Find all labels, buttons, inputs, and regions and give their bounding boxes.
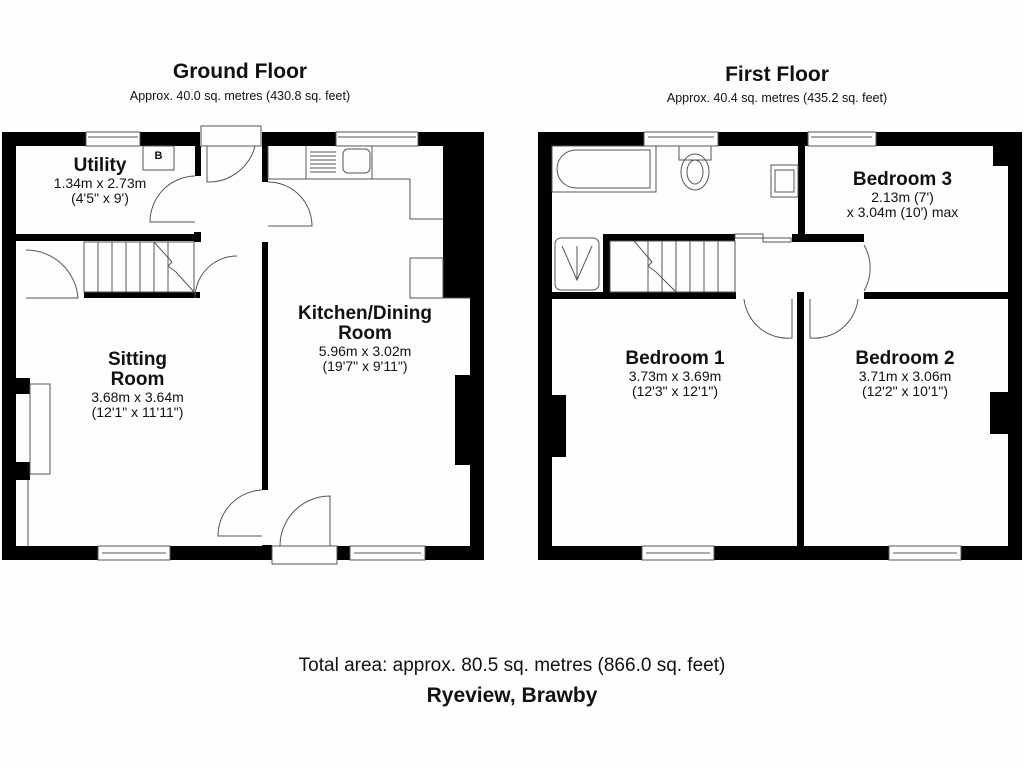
room-utility: Utility 1.34m x 2.73m (4'5" x 9')	[35, 156, 165, 205]
shower-tray	[554, 237, 600, 291]
room-name: Sitting	[107, 349, 168, 370]
basin	[770, 164, 799, 198]
front-door-swing	[279, 495, 331, 547]
room-sitting: Sitting Room 3.68m x 3.64m (12'1" x 11'1…	[60, 350, 215, 419]
room-name-line2: Room	[338, 322, 392, 344]
first-floor-title: First Floor	[725, 63, 829, 86]
room-dim-imperial: x 3.04m (10') max	[846, 203, 959, 220]
room-dim-metric: 2.13m (7')	[871, 188, 934, 205]
total-area: Total area: approx. 80.5 sq. metres (866…	[298, 655, 726, 676]
room-dim-metric: 3.71m x 3.06m	[858, 367, 952, 384]
toilet-cistern	[678, 145, 712, 161]
room-kitchen-dining: Kitchen/Dining Room 5.96m x 3.02m (19'7"…	[280, 304, 450, 373]
room-dim-imperial: (12'1" x 11'11")	[91, 403, 184, 420]
room-dim-imperial: (4'5" x 9')	[71, 189, 129, 206]
front-hall-door-swing	[217, 489, 263, 537]
window-kitchen-front	[349, 545, 426, 561]
ground-floor-walls	[2, 132, 484, 560]
room-dim-metric: 3.68m x 3.64m	[91, 388, 184, 405]
kitchen-door-swing	[267, 181, 313, 227]
sitting-door-swing	[25, 249, 79, 299]
room-dim-metric: 3.73m x 3.69m	[628, 367, 722, 384]
first-floor-walls	[538, 132, 1022, 560]
room-name: Bedroom 3	[852, 169, 953, 190]
boiler	[142, 145, 175, 171]
ground-floor-area: Approx. 40.0 sq. metres (430.8 sq. feet)	[129, 89, 351, 103]
window-bathroom	[643, 131, 719, 147]
utility-door-swing	[149, 175, 196, 223]
room-dim-imperial: (12'2" x 10'1")	[861, 382, 949, 399]
window-bedroom1	[641, 545, 715, 561]
window-utility	[85, 131, 141, 147]
room-bedroom-3: Bedroom 3 2.13m (7') x 3.04m (10') max	[815, 170, 990, 219]
toilet	[680, 153, 710, 191]
back-door-swing	[206, 145, 256, 183]
room-name: Bedroom 2	[855, 348, 955, 369]
ground-floor-title: Ground Floor	[172, 60, 308, 83]
room-dim-metric: 1.34m x 2.73m	[53, 174, 147, 191]
hall-door-swing	[194, 255, 238, 299]
room-dim-imperial: (19'7" x 9'11")	[322, 357, 408, 374]
kitchen-sink	[342, 148, 371, 174]
room-name-line2: Room	[110, 368, 165, 390]
window-sitting	[97, 545, 171, 561]
window-bedroom2	[888, 545, 962, 561]
room-bedroom-1: Bedroom 1 3.73m x 3.69m (12'3" x 12'1")	[595, 349, 755, 398]
room-dim-metric: 5.96m x 3.02m	[318, 342, 412, 359]
room-name: Utility	[73, 155, 127, 176]
window-kitchen	[335, 131, 419, 147]
property-address: Ryeview, Brawby	[426, 684, 598, 707]
room-name: Kitchen/Dining	[297, 303, 433, 324]
first-floor-area: Approx. 40.4 sq. metres (435.2 sq. feet)	[666, 91, 888, 105]
room-dim-imperial: (12'3" x 12'1")	[631, 382, 719, 399]
boiler-label: B	[154, 150, 163, 162]
bath	[551, 145, 657, 193]
window-bedroom3	[807, 131, 877, 147]
room-bedroom-2: Bedroom 2 3.71m x 3.06m (12'2" x 10'1")	[825, 349, 985, 398]
room-name: Bedroom 1	[625, 348, 725, 369]
